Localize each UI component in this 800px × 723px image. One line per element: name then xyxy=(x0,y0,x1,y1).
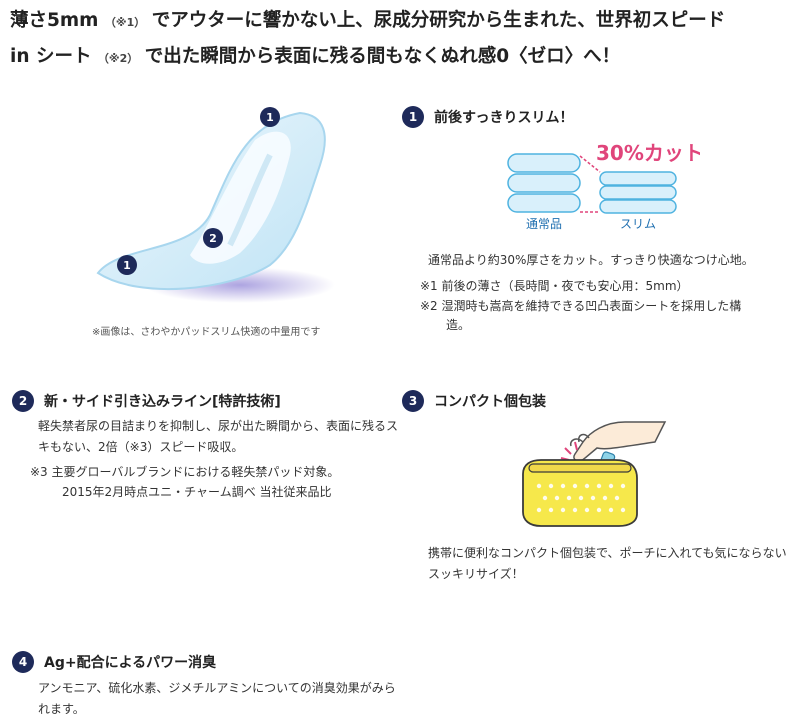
section-3-body: 携帯に便利なコンパクト個包装で、ポーチに入れても気にならない スッキリサイズ！ xyxy=(428,546,787,581)
pouch-dots xyxy=(536,483,626,513)
pad-badge-2-label: 2 xyxy=(209,232,217,245)
pouch-zipper xyxy=(528,463,632,473)
pouch-illustration xyxy=(522,421,667,527)
headline-text-1: でアウターに響かない上、尿成分研究から生まれた、世界初スピード xyxy=(151,10,726,31)
section-2-body: 軽失禁者尿の目詰まりを抑制し、尿が出た瞬間から、表面に残るス キもない、2倍（※… xyxy=(38,419,399,454)
pad-badge-2 xyxy=(203,228,223,248)
section-1-number: 1 xyxy=(402,106,424,128)
section-4-number: 4 xyxy=(12,651,34,673)
section-1-note-2: ※2 湿潤時も嵩高を維持できる凹凸表面シートを採用した構 xyxy=(420,299,742,313)
headline-thickness: 薄さ5mm xyxy=(10,10,99,31)
cut-label: 30%カット xyxy=(596,141,700,165)
hand-arm xyxy=(573,421,667,462)
section-4-heading: Ag+配合によるパワー消臭 xyxy=(44,655,217,671)
headline-sheet: in シート xyxy=(10,46,92,67)
slim-layers xyxy=(599,171,677,214)
pad-badge-1-top-label: 1 xyxy=(266,111,274,124)
section-4-body: アンモニア、硫化水素、ジメチルアミンについての消臭効果がみら れます。 xyxy=(38,681,396,716)
headline-text-2: で出た瞬間から表面に残る間もなくぬれ感0〈ゼロ〉へ！ xyxy=(144,46,621,67)
headline-line-2: in シート （※2） で出た瞬間から表面に残る間もなくぬれ感0〈ゼロ〉へ！ xyxy=(10,40,800,76)
section-3-number: 3 xyxy=(402,390,424,412)
section-1-note-1: ※1 前後の薄さ（長時間・夜でも安心用：5mm） xyxy=(420,279,689,293)
slim-label: スリム xyxy=(620,217,656,231)
pad-badge-1-bottom-label: 1 xyxy=(123,259,131,272)
headline-note-2: （※2） xyxy=(97,52,139,65)
section-1-heading: 前後すっきりスリム！ xyxy=(434,110,574,126)
section-3-title: 3 コンパクト個包装 xyxy=(402,390,546,412)
hand-fingers xyxy=(569,433,590,447)
section-4-title: 4 Ag+配合によるパワー消臭 xyxy=(12,651,216,673)
pad-badge-1-bottom xyxy=(117,255,137,275)
normal-label: 通常品 xyxy=(526,217,562,231)
section-1-title: 1 前後すっきりスリム！ xyxy=(402,106,573,128)
headline: 薄さ5mm （※1） でアウターに響かない上、尿成分研究から生まれた、世界初スピ… xyxy=(10,4,800,76)
pad-badge-1-top xyxy=(260,107,280,127)
section-1-note-3: 造。 xyxy=(446,318,471,332)
section-3-heading: コンパクト個包装 xyxy=(434,394,546,410)
headline-note-1: （※1） xyxy=(104,16,146,29)
section-2-number: 2 xyxy=(12,390,34,412)
image-caption: ※画像は、さわやかパッドスリム快適の中量用です xyxy=(92,327,321,338)
pad-illustration: 1 2 1 xyxy=(96,107,335,303)
normal-layers xyxy=(507,153,581,213)
section-2-heading: 新・サイド引き込みライン[特許技術] xyxy=(44,394,281,410)
section-2-title: 2 新・サイド引き込みライン[特許技術] xyxy=(12,390,281,412)
section-2-note-2: 2015年2月時点ユニ・チャーム調べ 当社従来品比 xyxy=(62,485,332,499)
cut-guide-top xyxy=(579,155,601,173)
section-2-note-1: ※3 主要グローバルブランドにおける軽失禁パッド対象。 xyxy=(30,465,340,479)
pad-side-line xyxy=(227,153,273,247)
thickness-diagram: 30%カット 通常品 スリム xyxy=(507,141,700,231)
headline-line-1: 薄さ5mm （※1） でアウターに響かない上、尿成分研究から生まれた、世界初スピ… xyxy=(10,4,800,40)
section-1-body: 通常品より約30%厚さをカット。すっきり快適なつけ心地。 xyxy=(428,253,754,267)
